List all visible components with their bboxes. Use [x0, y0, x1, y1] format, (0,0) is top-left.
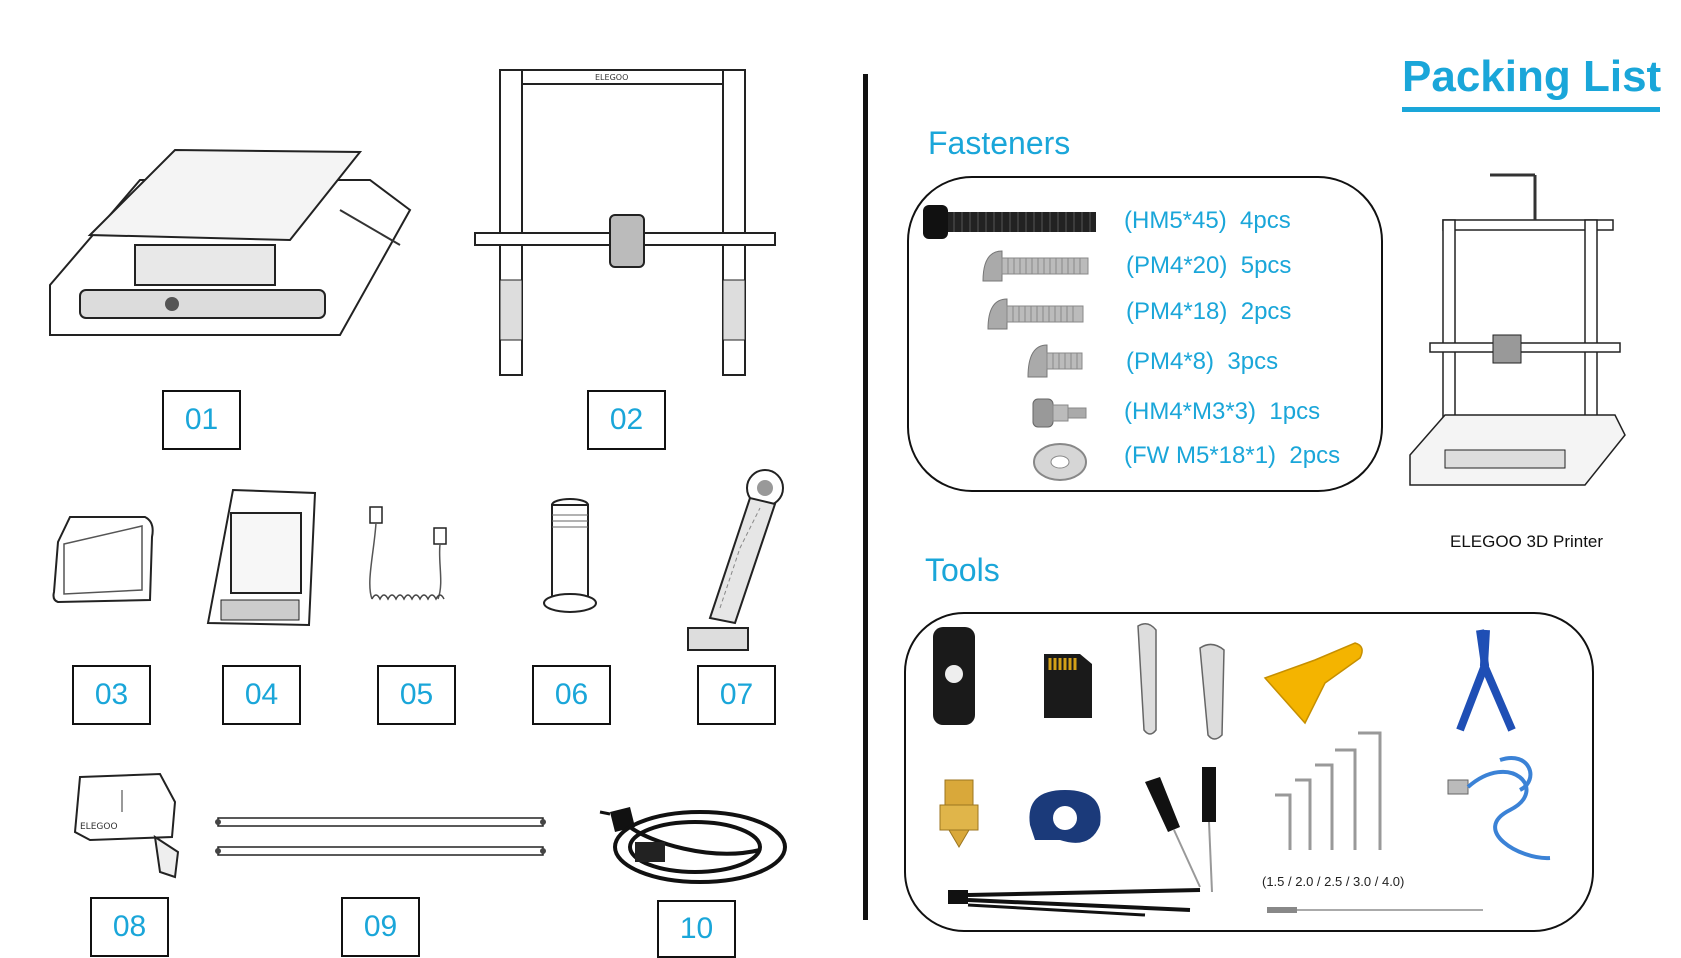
part-number-07: 07 — [697, 665, 776, 725]
power-cord-icon — [599, 807, 787, 884]
nozzle-icon — [939, 779, 979, 848]
fastener-qty: 3pcs — [1227, 348, 1279, 375]
printer-base-icon — [49, 148, 412, 336]
printer-caption: ELEGOO 3D Printer — [1450, 532, 1604, 551]
tools-heading: Tools — [925, 552, 1000, 588]
needle-icon — [1267, 907, 1483, 913]
fastener-code: (FW M5*18*1) — [1124, 442, 1277, 469]
short-screw-icon — [1027, 344, 1083, 378]
part-number-09: 09 — [341, 897, 420, 957]
wire-cutter-icon — [1456, 629, 1516, 732]
part-number-10: 10 — [657, 900, 736, 958]
wrench-icon — [1137, 623, 1225, 740]
svg-text:ELEGOO: ELEGOO — [80, 822, 118, 832]
scraper-icon — [1263, 642, 1363, 725]
support-rods-icon — [215, 817, 546, 856]
fastener-row: (FW M5*18*1) 2pcs — [1124, 442, 1340, 470]
fastener-code: (HM4*M3*3) — [1124, 398, 1257, 425]
hex-keys-icon — [1275, 731, 1382, 850]
touch-screen-icon — [206, 488, 317, 627]
fastener-row: (PM4*8) 3pcs — [1126, 348, 1278, 376]
button-head-screw-icon — [982, 250, 1089, 282]
fastener-row: (HM4*M3*3) 1pcs — [1124, 398, 1320, 426]
fastener-row: (HM5*45) 4pcs — [1124, 207, 1291, 235]
fastener-qty: 2pcs — [1240, 298, 1292, 325]
fastener-code: (PM4*18) — [1126, 298, 1228, 325]
cable-clip-icon — [1029, 790, 1101, 843]
hex-key-sizes: (1.5 / 2.0 / 2.5 / 3.0 / 4.0) — [1262, 874, 1405, 889]
fastener-row: (PM4*20) 5pcs — [1126, 252, 1291, 280]
fastener-qty: 5pcs — [1240, 252, 1292, 279]
bracket-icon: ELEGOO — [73, 772, 180, 879]
part-number-02: 02 — [587, 390, 666, 450]
button-head-screw-icon — [987, 298, 1084, 330]
tools-panel — [904, 612, 1594, 932]
printer-icon — [1409, 173, 1626, 486]
part-number-04: 04 — [222, 665, 301, 725]
hex-socket-screw-icon — [923, 205, 1096, 239]
flat-washer-icon — [1033, 443, 1087, 481]
card-reader-icon — [933, 627, 975, 725]
part-number-01: 01 — [162, 390, 241, 450]
fasteners-heading: Fasteners — [928, 125, 1071, 161]
spool-holder-tube-icon — [543, 498, 597, 613]
coiled-cable-icon — [369, 506, 447, 601]
tool-tray-icon — [52, 516, 154, 604]
screwdriver-icon — [1145, 767, 1216, 893]
part-number-03: 03 — [72, 665, 151, 725]
fastener-qty: 1pcs — [1269, 398, 1321, 425]
fastener-code: (PM4*20) — [1126, 252, 1228, 279]
cable-ties-icon — [948, 888, 1201, 917]
fastener-qty: 2pcs — [1289, 442, 1341, 469]
fastener-code: (PM4*8) — [1126, 348, 1215, 375]
fastener-code: (HM5*45) — [1124, 207, 1227, 234]
microsd-card-icon — [1044, 654, 1092, 718]
usb-cable-icon — [1447, 756, 1551, 861]
fastener-qty: 4pcs — [1240, 207, 1291, 234]
title-underline — [1402, 107, 1660, 112]
vertical-divider — [863, 74, 868, 920]
gantry-frame-icon: ELEGOO — [474, 69, 776, 376]
part-number-06: 06 — [532, 665, 611, 725]
part-number-05: 05 — [377, 665, 456, 725]
shoulder-screw-icon — [1032, 398, 1087, 428]
svg-text:ELEGOO: ELEGOO — [595, 73, 628, 82]
fastener-row: (PM4*18) 2pcs — [1126, 298, 1291, 326]
page-title: Packing List — [1402, 52, 1662, 101]
spool-arm-icon — [687, 469, 784, 651]
part-number-08: 08 — [90, 897, 169, 957]
